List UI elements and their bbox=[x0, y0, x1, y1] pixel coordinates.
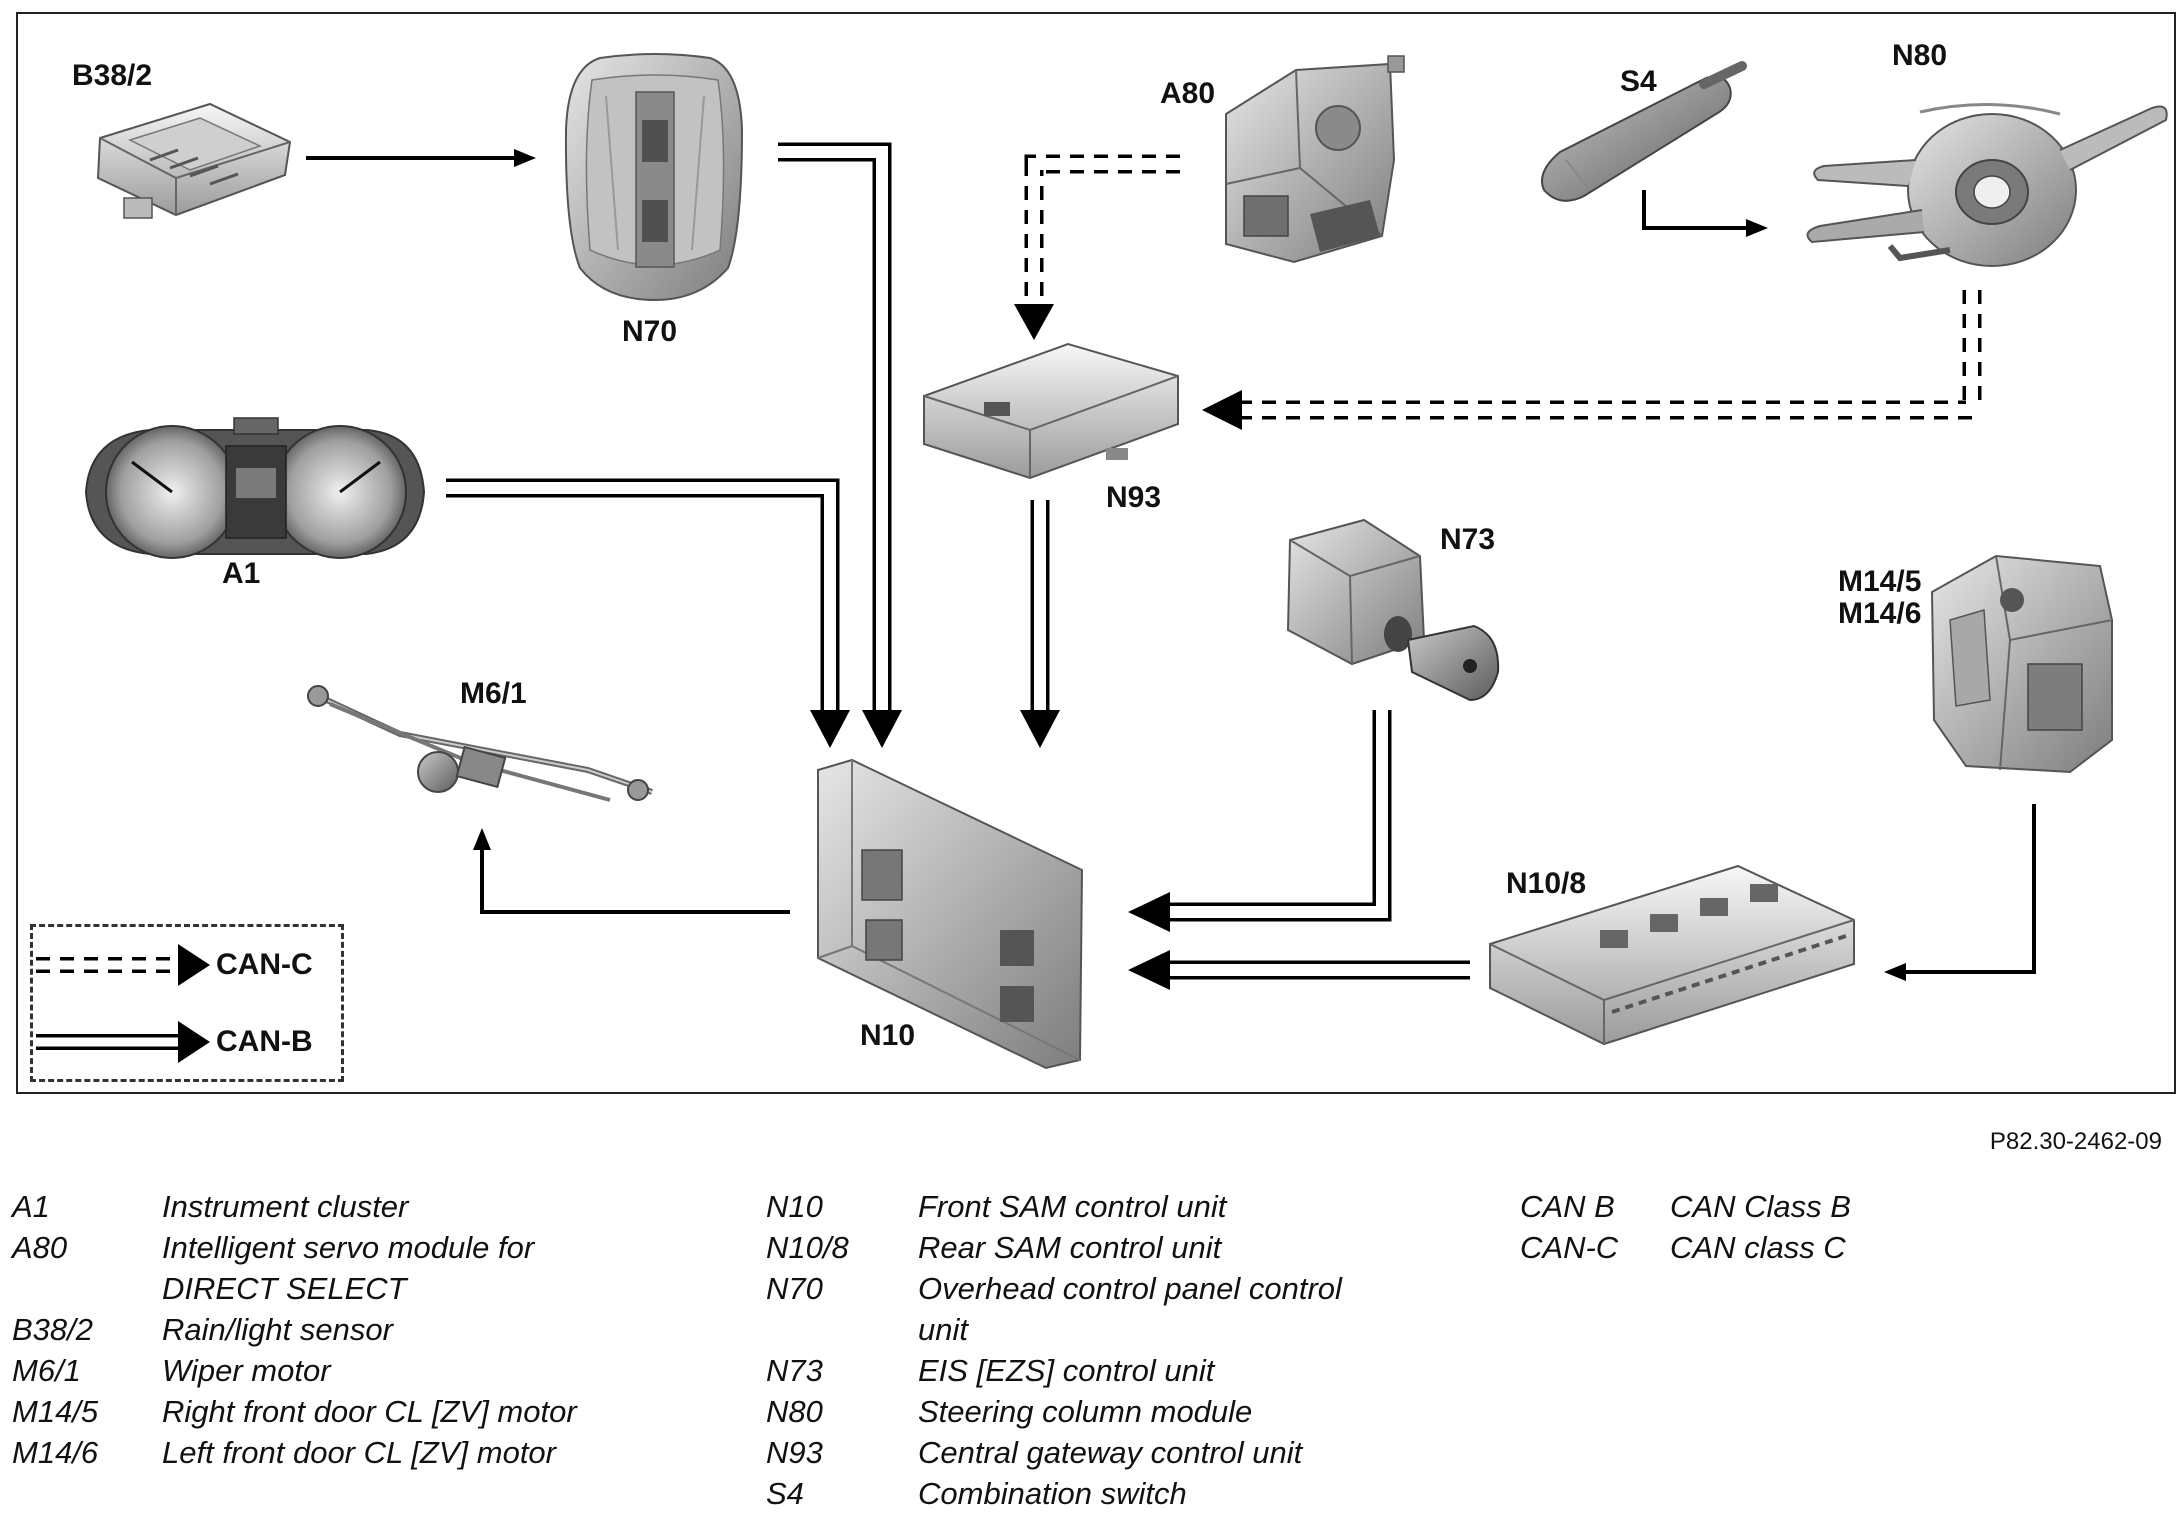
figure-id: P82.30-2462-09 bbox=[1989, 1128, 2162, 1155]
legend-row: M14/5 Right front door CL [ZV] motor bbox=[12, 1391, 632, 1432]
steering-column-module-image bbox=[1806, 103, 2168, 267]
legend-code: N80 bbox=[766, 1394, 823, 1429]
legend-row: CAN B CAN Class B bbox=[1520, 1186, 2080, 1227]
arrow-b38-to-n70 bbox=[306, 149, 536, 167]
can-b-n93-to-n10 bbox=[1020, 500, 1060, 748]
legend-desc: Wiper motor bbox=[162, 1353, 331, 1388]
arrow-m14-to-n10-8 bbox=[1884, 804, 2036, 981]
legend-desc: Left front door CL [ZV] motor bbox=[162, 1435, 556, 1470]
legend-desc: Rear SAM control unit bbox=[918, 1230, 1222, 1265]
rain-light-sensor-image bbox=[96, 102, 292, 219]
front-sam-image bbox=[817, 758, 1084, 1070]
rear-sam-image bbox=[1489, 864, 1855, 1046]
door-lock-motor-image bbox=[1930, 554, 2113, 774]
bus-legend-can-b-symbol bbox=[36, 1021, 210, 1063]
label-n10-8: N10/8 bbox=[1506, 867, 1587, 900]
legend-desc: Central gateway control unit bbox=[918, 1435, 1303, 1470]
arrow-n10-to-m6 bbox=[473, 828, 790, 914]
legend-desc: Instrument cluster bbox=[162, 1189, 409, 1224]
label-m14-5-m14-6: M14/5 M14/6 bbox=[1838, 565, 1922, 630]
legend-column-1: A1 Instrument cluster A80 Intelligent serv… bbox=[12, 1186, 632, 1473]
legend-code: M14/5 bbox=[12, 1394, 99, 1429]
label-n80: N80 bbox=[1892, 39, 1948, 72]
instrument-cluster-image bbox=[84, 417, 426, 559]
arrow-s4-to-n80 bbox=[1642, 190, 1768, 237]
can-c-n80-to-n93 bbox=[1202, 290, 1982, 430]
legend-desc: Steering column module bbox=[918, 1394, 1253, 1429]
bus-legend-can-b-label: CAN-B bbox=[216, 1025, 313, 1058]
diagram-svg bbox=[36, 53, 2168, 1070]
combination-switch-image bbox=[1541, 61, 1747, 202]
legend-desc: EIS [EZS] control unit bbox=[918, 1353, 1215, 1388]
can-b-n10-8-to-n10 bbox=[1128, 950, 1470, 990]
can-c-a80-to-n93 bbox=[1014, 154, 1180, 340]
bus-legend-can-c-symbol bbox=[36, 944, 210, 986]
legend-code: N10 bbox=[766, 1189, 823, 1224]
label-m6-1: M6/1 bbox=[460, 677, 527, 710]
legend-row: N10 Front SAM control unit bbox=[766, 1186, 1386, 1227]
legend-code: N10/8 bbox=[766, 1230, 849, 1265]
legend-code: B38/2 bbox=[12, 1312, 94, 1347]
legend-code: CAN-C bbox=[1520, 1230, 1619, 1265]
legend-desc: CAN class C bbox=[1670, 1230, 1846, 1265]
legend-row: A80 Intelligent servo module for DIRECT S… bbox=[12, 1227, 632, 1309]
eis-control-unit-image bbox=[1286, 518, 1500, 702]
legend-row: N70 Overhead control panel control unit bbox=[766, 1268, 1386, 1350]
legend-row: N80 Steering column module bbox=[766, 1391, 1386, 1432]
legend-code: CAN B bbox=[1520, 1189, 1615, 1224]
legend-row: B38/2 Rain/light sensor bbox=[12, 1309, 632, 1350]
legend-column-3: CAN B CAN Class B CAN-C CAN class C bbox=[1520, 1186, 2080, 1268]
label-n93: N93 bbox=[1106, 481, 1162, 514]
label-n10: N10 bbox=[860, 1019, 916, 1052]
legend-row: N93 Central gateway control unit bbox=[766, 1432, 1386, 1473]
can-b-n73-to-n10 bbox=[1128, 710, 1392, 932]
legend-code: N70 bbox=[766, 1271, 823, 1306]
legend-row: A1 Instrument cluster bbox=[12, 1186, 632, 1227]
servo-module-image bbox=[1225, 55, 1405, 264]
legend-row: N73 EIS [EZS] control unit bbox=[766, 1350, 1386, 1391]
bus-legend-can-c-label: CAN-C bbox=[216, 948, 313, 981]
legend-column-2: N10 Front SAM control unit N10/8 Rear SAM … bbox=[766, 1186, 1386, 1514]
legend-desc: Rain/light sensor bbox=[162, 1312, 393, 1347]
legend-desc: Intelligent servo module for DIRECT SELE… bbox=[162, 1230, 535, 1306]
legend-row: M6/1 Wiper motor bbox=[12, 1350, 632, 1391]
legend-code: A1 bbox=[12, 1189, 50, 1224]
legend-row: M14/6 Left front door CL [ZV] motor bbox=[12, 1432, 632, 1473]
legend-row: CAN-C CAN class C bbox=[1520, 1227, 2080, 1268]
legend-code: M6/1 bbox=[12, 1353, 81, 1388]
legend-code: N73 bbox=[766, 1353, 823, 1388]
bus-legend-box bbox=[30, 924, 344, 1082]
can-b-a1-to-n10 bbox=[446, 478, 850, 748]
legend-desc: Right front door CL [ZV] motor bbox=[162, 1394, 577, 1429]
overhead-control-panel-image bbox=[564, 53, 744, 302]
legend-row: S4 Combination switch bbox=[766, 1473, 1386, 1514]
legend-code: S4 bbox=[766, 1476, 804, 1511]
legend-desc: Front SAM control unit bbox=[918, 1189, 1227, 1224]
legend-desc: CAN Class B bbox=[1670, 1189, 1851, 1224]
legend-code: M14/6 bbox=[12, 1435, 99, 1470]
legend-desc: Overhead control panel control unit bbox=[918, 1271, 1342, 1347]
wiper-motor-image bbox=[307, 685, 653, 802]
label-b38-2: B38/2 bbox=[72, 59, 153, 92]
label-n70: N70 bbox=[622, 315, 678, 348]
central-gateway-image bbox=[923, 342, 1179, 480]
legend-desc: Combination switch bbox=[918, 1476, 1187, 1511]
label-a1: A1 bbox=[222, 557, 261, 590]
label-s4: S4 bbox=[1620, 65, 1657, 98]
legend-code: A80 bbox=[12, 1230, 68, 1265]
legend-code: N93 bbox=[766, 1435, 823, 1470]
label-a80: A80 bbox=[1160, 77, 1216, 110]
label-n73: N73 bbox=[1440, 523, 1496, 556]
can-b-n70-to-n10 bbox=[778, 142, 902, 748]
legend-row: N10/8 Rear SAM control unit bbox=[766, 1227, 1386, 1268]
